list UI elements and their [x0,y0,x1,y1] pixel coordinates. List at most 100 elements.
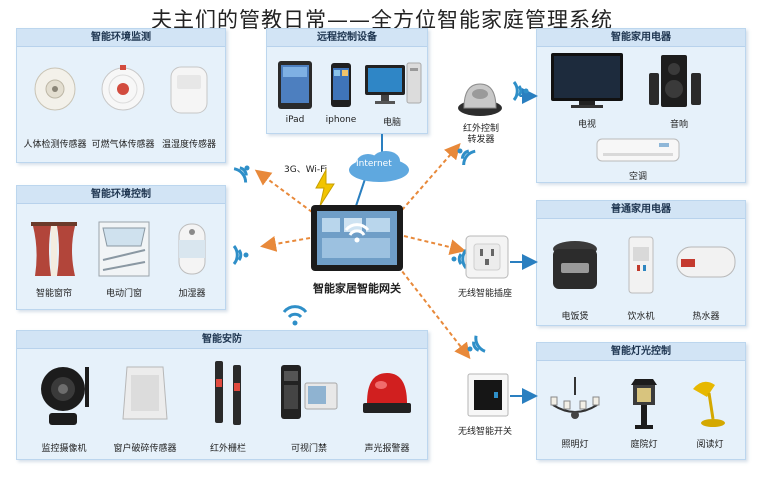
temp-humidity-sensor-label: 温湿度传感器 [161,140,216,150]
glass-break-sensor-icon [122,366,168,420]
chandelier: 照明灯 [547,375,603,455]
camera-icon [41,367,89,425]
window-break-sensor-label: 窗户破碎传感器 [113,444,177,454]
gas-sensor-icon [101,65,145,111]
humidifier-icon [178,223,206,275]
ir-transmitter-label: 红外控制 转发器 [462,124,499,145]
reading-lamp-icon [693,381,725,427]
water-heater: 热水器 [673,235,739,322]
panel-normal-appliances: 普通家用电器 电饭煲 饮水机 热水器 [536,200,746,326]
human-sensor-label: 人体检测传感器 [23,140,87,150]
video-door-phone-label: 可视门禁 [290,444,327,454]
reading-lamp: 阅读灯 [685,375,735,455]
smart-socket-label: 无线智能插座 [458,289,513,299]
air-conditioner-device: 空调 [593,135,683,183]
wifi-signal-icon [512,81,529,101]
humidifier-label: 加湿器 [178,289,206,299]
computer-icon [365,62,422,104]
panel-lighting: 智能灯光控制 照明灯 庭院灯 阅读灯 [536,342,746,460]
smart-curtain-label: 智能窗帘 [35,289,72,299]
surveillance-camera-label: 监控摄像机 [41,444,87,454]
ipad-device: iPad [275,59,315,129]
infrared-fence: 红外栅栏 [203,359,253,455]
human-sensor: 人体检测传感器 [23,59,87,150]
surveillance-camera: 监控摄像机 [35,359,93,455]
wifi-signal-icon [451,249,468,269]
panel-remote-title: 远程控制设备 [267,29,427,47]
network-3g-wifi-label: 3G、Wi-Fi [284,165,328,175]
infrared-fence-label: 红外栅栏 [209,444,246,454]
smart-gateway [310,204,404,272]
water-dispenser-label: 饮水机 [627,312,655,322]
human-sensor-icon [34,67,76,111]
panel-env-control: 智能环境控制 智能窗帘 电动门窗 加湿器 [16,185,226,310]
garden-lamp-label: 庭院灯 [630,440,658,450]
chandelier-label: 照明灯 [561,440,589,450]
smart-socket-icon [465,235,509,279]
water-dispenser-icon [628,236,654,294]
computer-device: 电脑 [363,59,425,129]
garden-lamp: 庭院灯 [619,375,669,455]
window-break-sensor: 窗户破碎传感器 [113,359,177,455]
infrared-fence-icon [215,361,241,425]
tv-icon [551,53,623,108]
panel-lighting-title: 智能灯光控制 [537,343,745,361]
wifi-signal-icon [232,245,249,265]
water-heater-label: 热水器 [692,312,720,322]
door-phone-icon [281,365,338,419]
garden-lamp-icon [631,379,657,429]
rice-cooker-icon [553,241,597,289]
alarm-icon [363,373,411,413]
speaker-icon [649,55,701,107]
water-dispenser: 饮水机 [617,235,665,322]
panel-smart-appliances: 智能家用电器 电视 音响 空调 [536,28,746,183]
panel-security: 智能安防 监控摄像机 窗户破碎传感器 红外栅栏 [16,330,428,460]
tv-device: 电视 [549,51,625,131]
wifi-signal-icon [457,148,476,166]
sound-light-alarm-label: 声光报警器 [364,444,410,454]
speaker-device: 音响 [647,51,711,131]
tablet-icon [278,61,312,109]
computer-label: 电脑 [382,118,401,128]
panel-env-monitor-title: 智能环境监测 [17,29,225,47]
smart-switch-label: 无线智能开关 [458,427,513,437]
rice-cooker-label: 电饭煲 [561,312,589,322]
sound-light-alarm: 声光报警器 [359,359,415,455]
internet-label: Internet [356,159,392,169]
tv-label: 电视 [577,120,596,130]
panel-security-title: 智能安防 [17,331,427,349]
water-heater-icon [676,246,736,278]
temp-humidity-sensor-icon [170,66,208,114]
panel-smart-appliances-title: 智能家用电器 [537,29,745,47]
window-icon [98,221,150,277]
gateway-device-icon [311,205,403,271]
smart-switch-icon [467,373,509,417]
air-conditioner-label: 空调 [628,172,647,182]
smart-gateway-label: 智能家居智能网关 [313,282,401,295]
phone-icon [331,63,351,107]
panel-normal-appliances-title: 普通家用电器 [537,201,745,219]
video-door-phone: 可视门禁 [277,359,341,455]
reading-lamp-label: 阅读灯 [696,440,724,450]
ipad-label: iPad [285,115,305,125]
iphone-label: iphone [325,115,357,125]
electric-window: 电动门窗 [97,220,151,305]
panel-remote: 远程控制设备 iPad iphone 电脑 [266,28,428,134]
gateway-to-env-control-arrow [260,236,311,252]
panel-env-monitor: 智能环境监测 人体检测传感器 可燃气体传感器 温湿度传感器 [16,28,226,163]
gateway-to-env-monitor-arrow [254,169,313,213]
curtain-icon [31,222,77,276]
temp-humidity-sensor: 温湿度传感器 [162,59,216,150]
rice-cooker: 电饭煲 [547,235,603,322]
internet-cloud-icon [349,151,409,182]
ir-transmitter-icon [458,83,502,116]
air-conditioner-icon [596,138,680,162]
panel-env-control-title: 智能环境控制 [17,186,225,204]
wifi-signal-icon [467,335,486,353]
wifi-signal-icon [233,165,250,183]
wifi-signal-icon [282,305,308,326]
lightning-icon [315,168,335,207]
smart-curtain: 智能窗帘 [29,220,79,305]
iphone-device: iphone [321,59,361,129]
gas-sensor: 可燃气体传感器 [91,59,155,150]
